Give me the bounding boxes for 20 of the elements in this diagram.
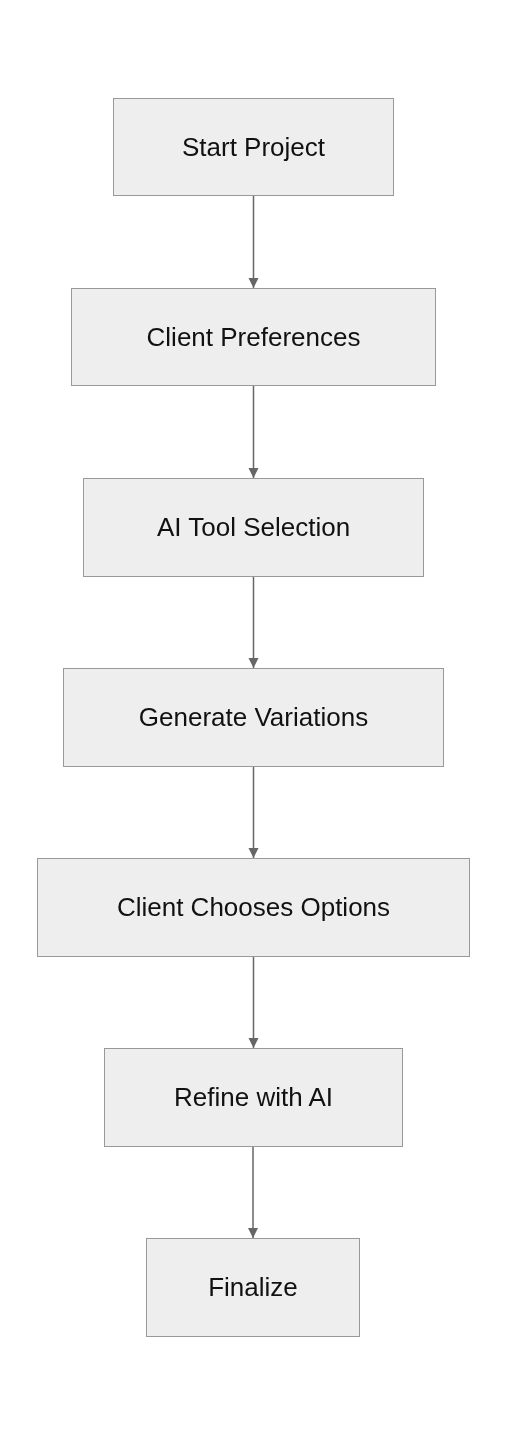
process-box: [71, 288, 436, 386]
arrow: [248, 195, 259, 289]
process-box: [146, 1238, 360, 1337]
box-label: Start Project: [181, 131, 326, 163]
box-label: AI Tool Selection: [156, 512, 351, 543]
arrow: [248, 385, 259, 479]
process-box: [113, 98, 394, 196]
arrow: [248, 766, 259, 859]
box-label: Client Preferences: [146, 321, 361, 353]
process-box: [63, 668, 444, 767]
process-box: [104, 1048, 403, 1147]
arrow: [248, 576, 259, 669]
arrow: [248, 956, 259, 1049]
box-label: Client Chooses Options: [116, 892, 391, 923]
box-label: Refine with AI: [174, 1082, 333, 1113]
arrow: [247, 1146, 259, 1239]
box-label: Finalize: [208, 1272, 298, 1303]
box-label: Generate Variations: [138, 702, 369, 733]
process-box: [37, 858, 470, 957]
process-box: [83, 478, 424, 577]
